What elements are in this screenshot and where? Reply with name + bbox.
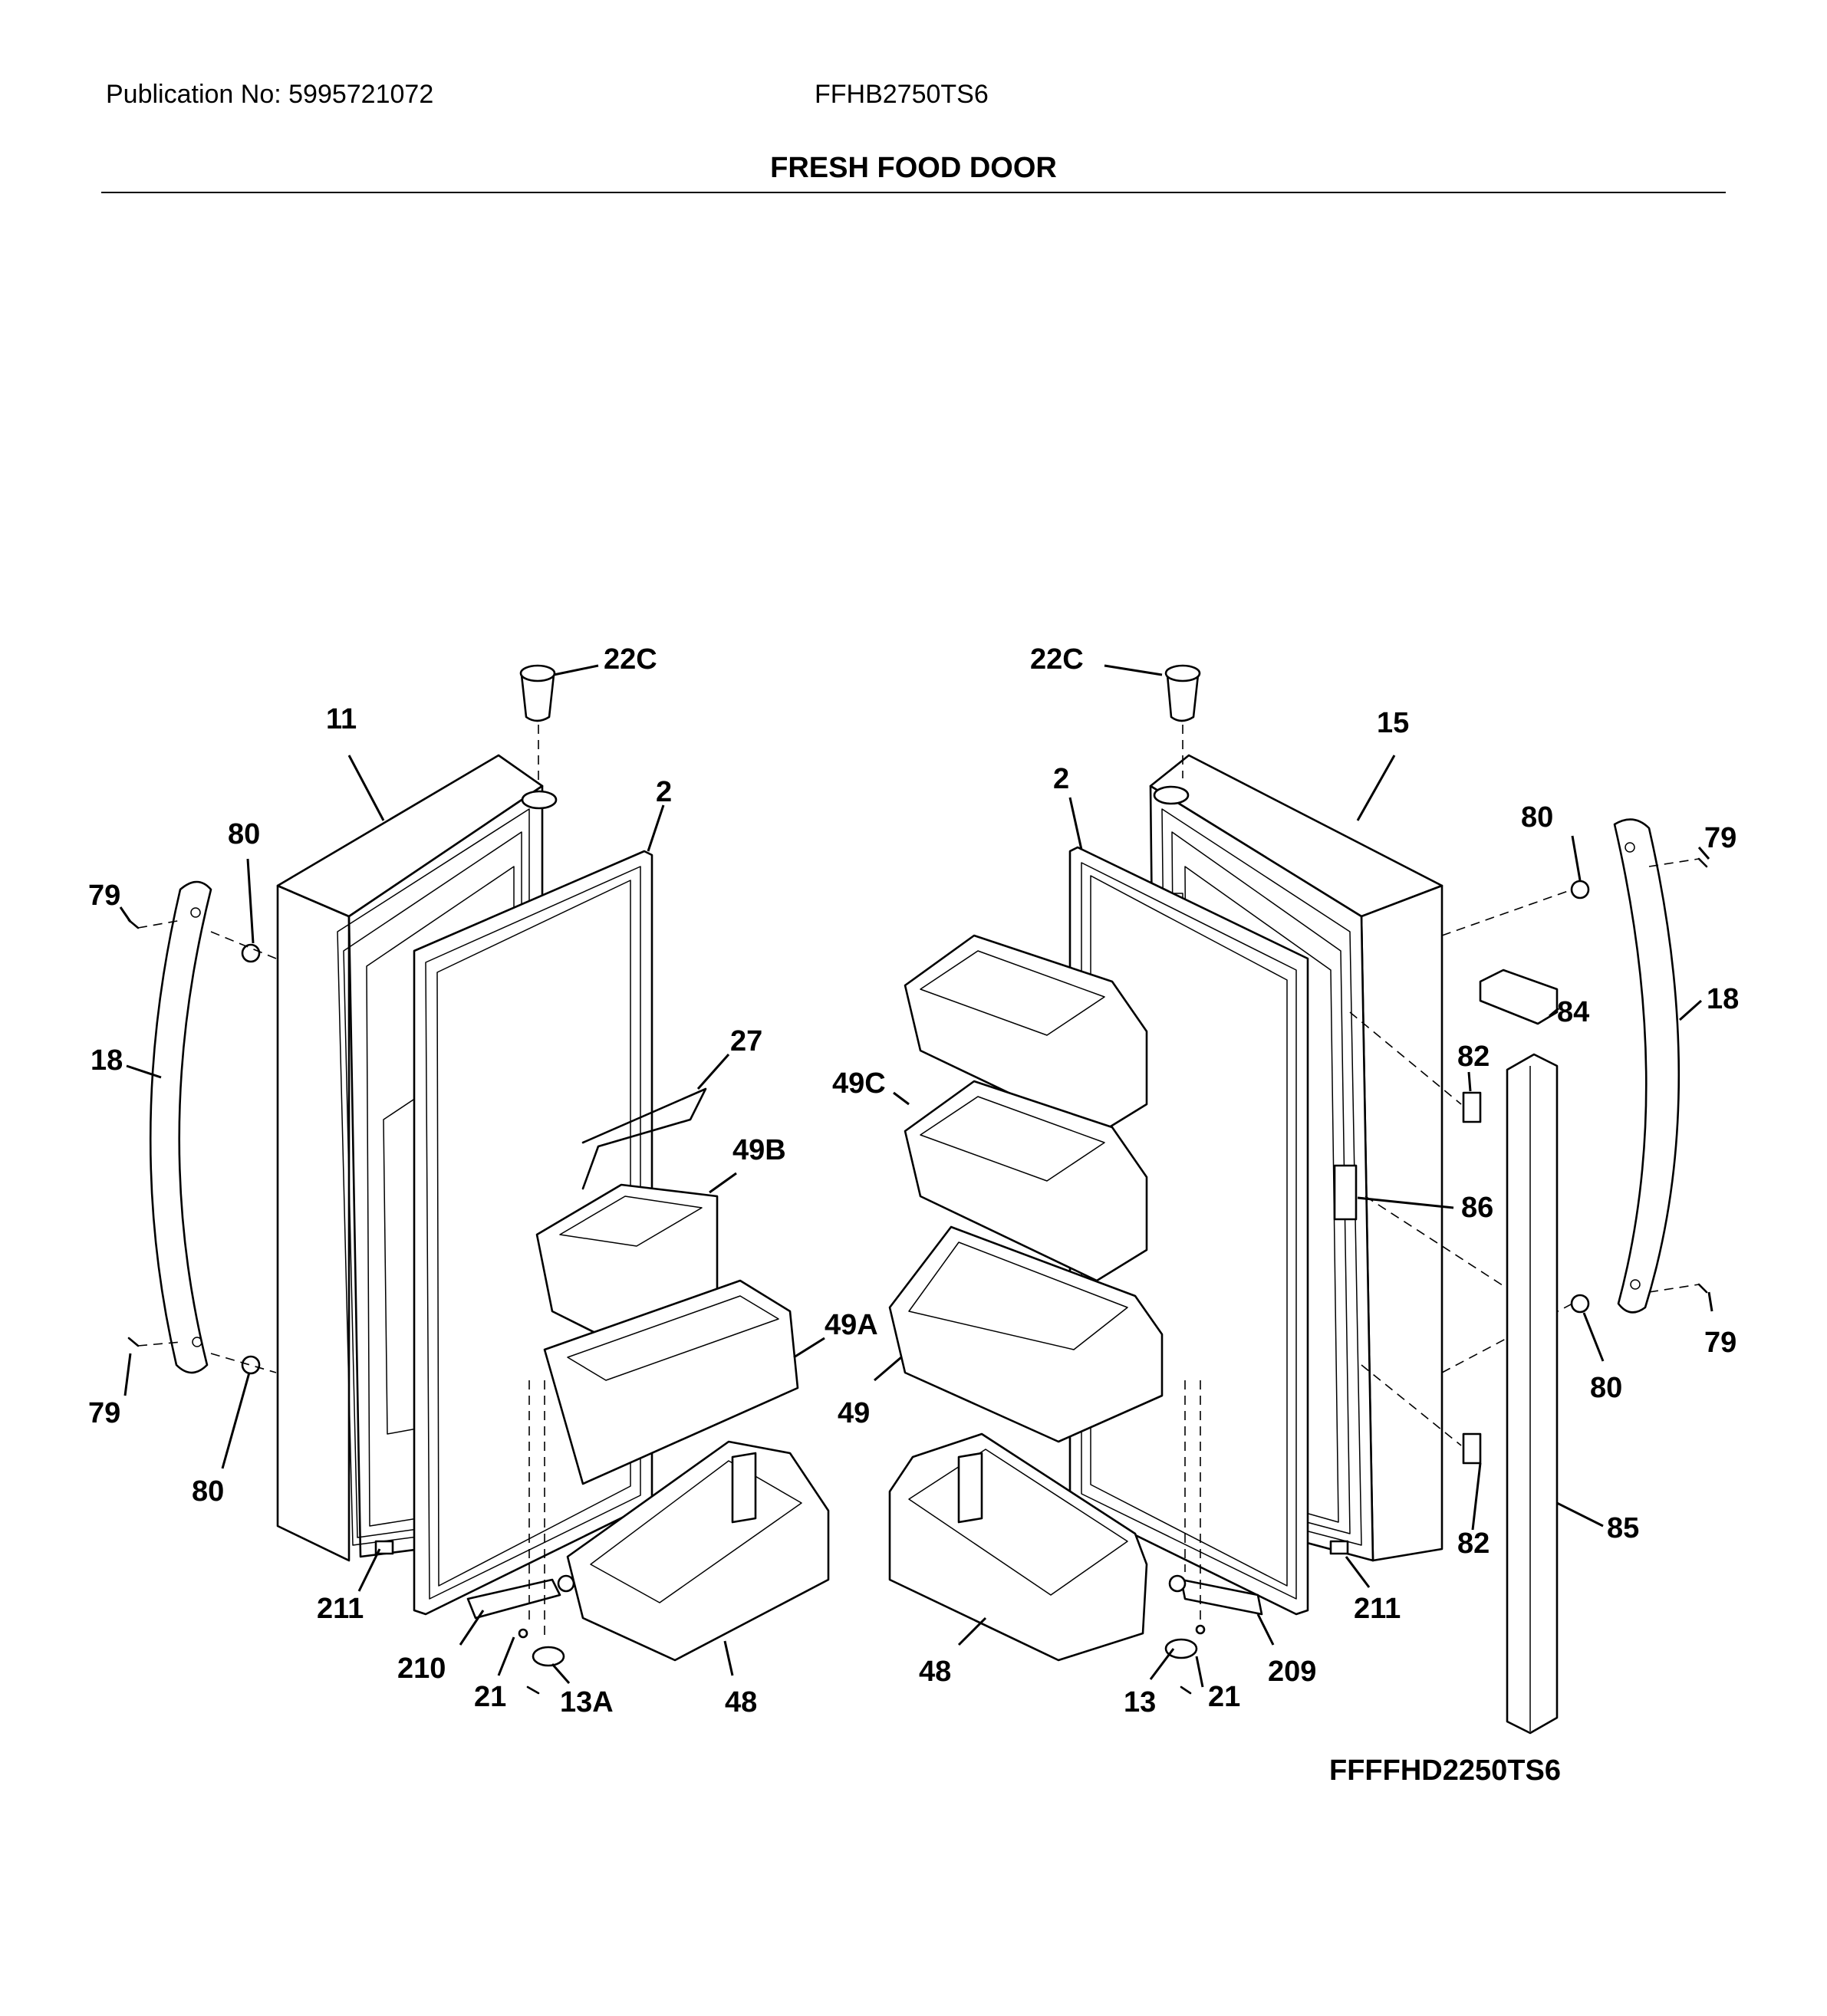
callout-49: 49 — [838, 1397, 870, 1429]
footer-model-code: FFFFHD2250TS6 — [1329, 1755, 1561, 1787]
model-number: FFHB2750TS6 — [815, 80, 989, 109]
right-door-bins — [888, 934, 1164, 1662]
callout-49c: 49C — [832, 1067, 886, 1100]
callout-209: 209 — [1268, 1656, 1316, 1688]
callout-80-br: 80 — [1590, 1372, 1622, 1404]
callout-80-tr: 80 — [1521, 801, 1553, 834]
callout-27: 27 — [730, 1025, 762, 1057]
callout-2-left: 2 — [656, 776, 672, 808]
callout-21-left: 21 — [474, 1681, 506, 1713]
left-handle — [127, 880, 277, 1375]
callout-15: 15 — [1377, 707, 1409, 739]
callout-labels: 22C 11 2 80 79 18 27 49B 49A 79 80 211 2… — [88, 643, 1739, 1718]
callout-13a: 13A — [560, 1686, 614, 1718]
callout-82-top: 82 — [1457, 1041, 1490, 1073]
callout-21-right: 21 — [1208, 1681, 1240, 1713]
callout-210: 210 — [397, 1653, 446, 1685]
callout-85: 85 — [1607, 1512, 1639, 1544]
publication-number: Publication No: 5995721072 — [106, 80, 434, 109]
callout-80-tl: 80 — [228, 818, 260, 850]
callout-18-right: 18 — [1707, 983, 1739, 1015]
callout-49b: 49B — [732, 1134, 786, 1166]
right-handle — [1441, 818, 1708, 1373]
callout-48-right: 48 — [919, 1656, 951, 1688]
callout-18-left: 18 — [91, 1044, 123, 1077]
callout-22c-left: 22C — [604, 643, 657, 676]
callout-11: 11 — [326, 703, 357, 735]
callout-86: 86 — [1461, 1192, 1493, 1224]
callout-49a: 49A — [825, 1309, 878, 1341]
callout-48-left: 48 — [725, 1686, 757, 1718]
callout-22c-right: 22C — [1030, 643, 1084, 676]
leader-lines — [119, 664, 1713, 1688]
callout-80-bl: 80 — [192, 1475, 224, 1508]
callout-211-right: 211 — [1354, 1593, 1401, 1625]
callout-79-tr: 79 — [1704, 822, 1736, 854]
callout-2-right: 2 — [1053, 763, 1069, 795]
left-door-bins — [535, 1087, 830, 1662]
page-title: FRESH FOOD DOOR — [770, 152, 1057, 184]
callout-13: 13 — [1124, 1686, 1156, 1718]
callout-79-br: 79 — [1704, 1327, 1736, 1359]
header-rule — [101, 192, 1726, 193]
right-side-parts — [1349, 969, 1559, 1735]
callout-211-left: 211 — [317, 1593, 364, 1625]
right-hinge-parts — [1164, 664, 1349, 1695]
callout-79-bl: 79 — [88, 1397, 120, 1429]
callout-84: 84 — [1557, 996, 1589, 1028]
callout-79-tl: 79 — [88, 880, 120, 912]
callout-82-bottom: 82 — [1457, 1528, 1490, 1560]
left-hinge-parts — [374, 664, 575, 1695]
